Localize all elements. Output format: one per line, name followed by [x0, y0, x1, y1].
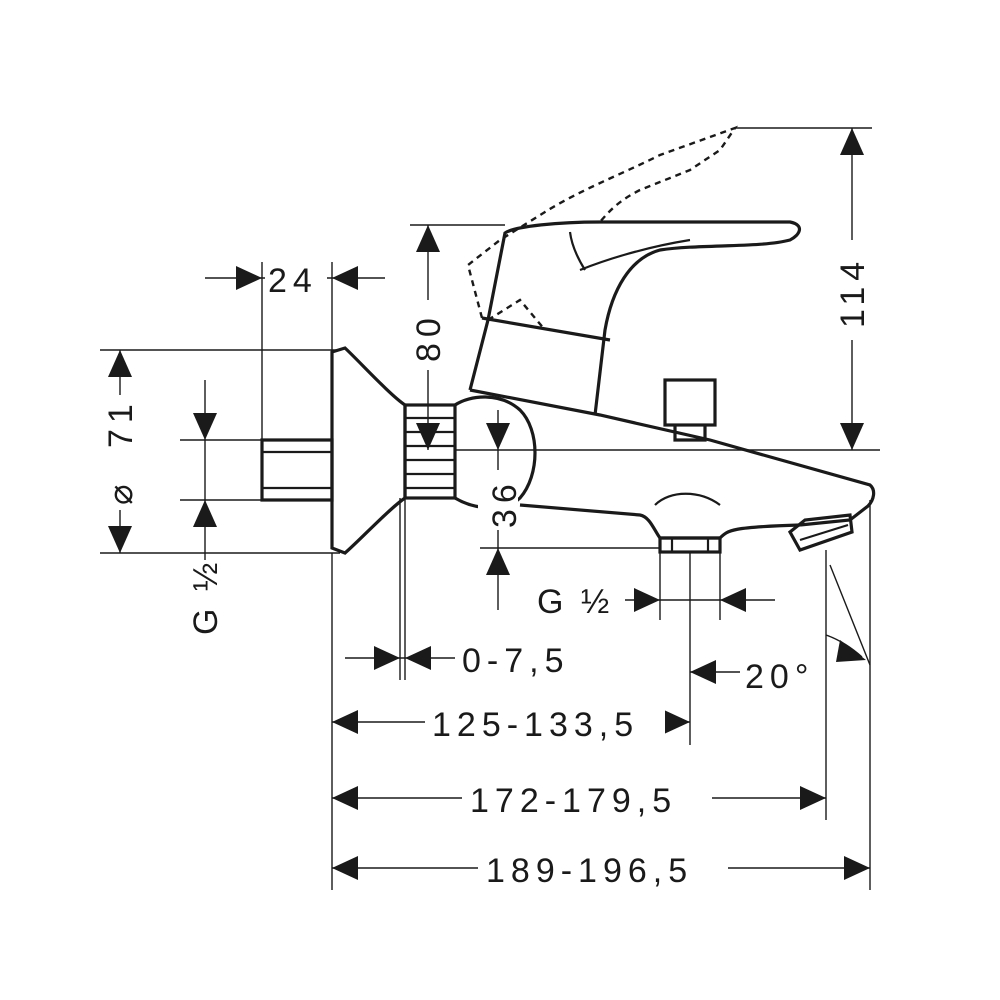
dim-71: 71: [102, 398, 140, 448]
dim-20-degrees: 20°: [745, 658, 814, 696]
dimension-labels: 24 80 114 71 ⌀ G ½ 36 G ½ 0-7,5 20° 125-…: [100, 240, 872, 890]
dim-g-half-left: G ½: [187, 559, 225, 635]
dim-189-196-5: 189-196,5: [486, 852, 693, 890]
dim-80: 80: [410, 312, 448, 362]
dim-114: 114: [834, 256, 872, 328]
dim-24: 24: [268, 262, 318, 300]
dim-diameter-symbol: ⌀: [102, 479, 140, 505]
dimension-lines: [108, 128, 870, 880]
dim-g-half-bottom: G ½: [537, 583, 613, 621]
dim-125-133-5: 125-133,5: [432, 706, 639, 744]
dim-0-7-5: 0-7,5: [462, 642, 570, 680]
faucet-outline: [260, 125, 876, 555]
dim-172-179-5: 172-179,5: [470, 782, 677, 820]
dim-36: 36: [486, 478, 524, 528]
